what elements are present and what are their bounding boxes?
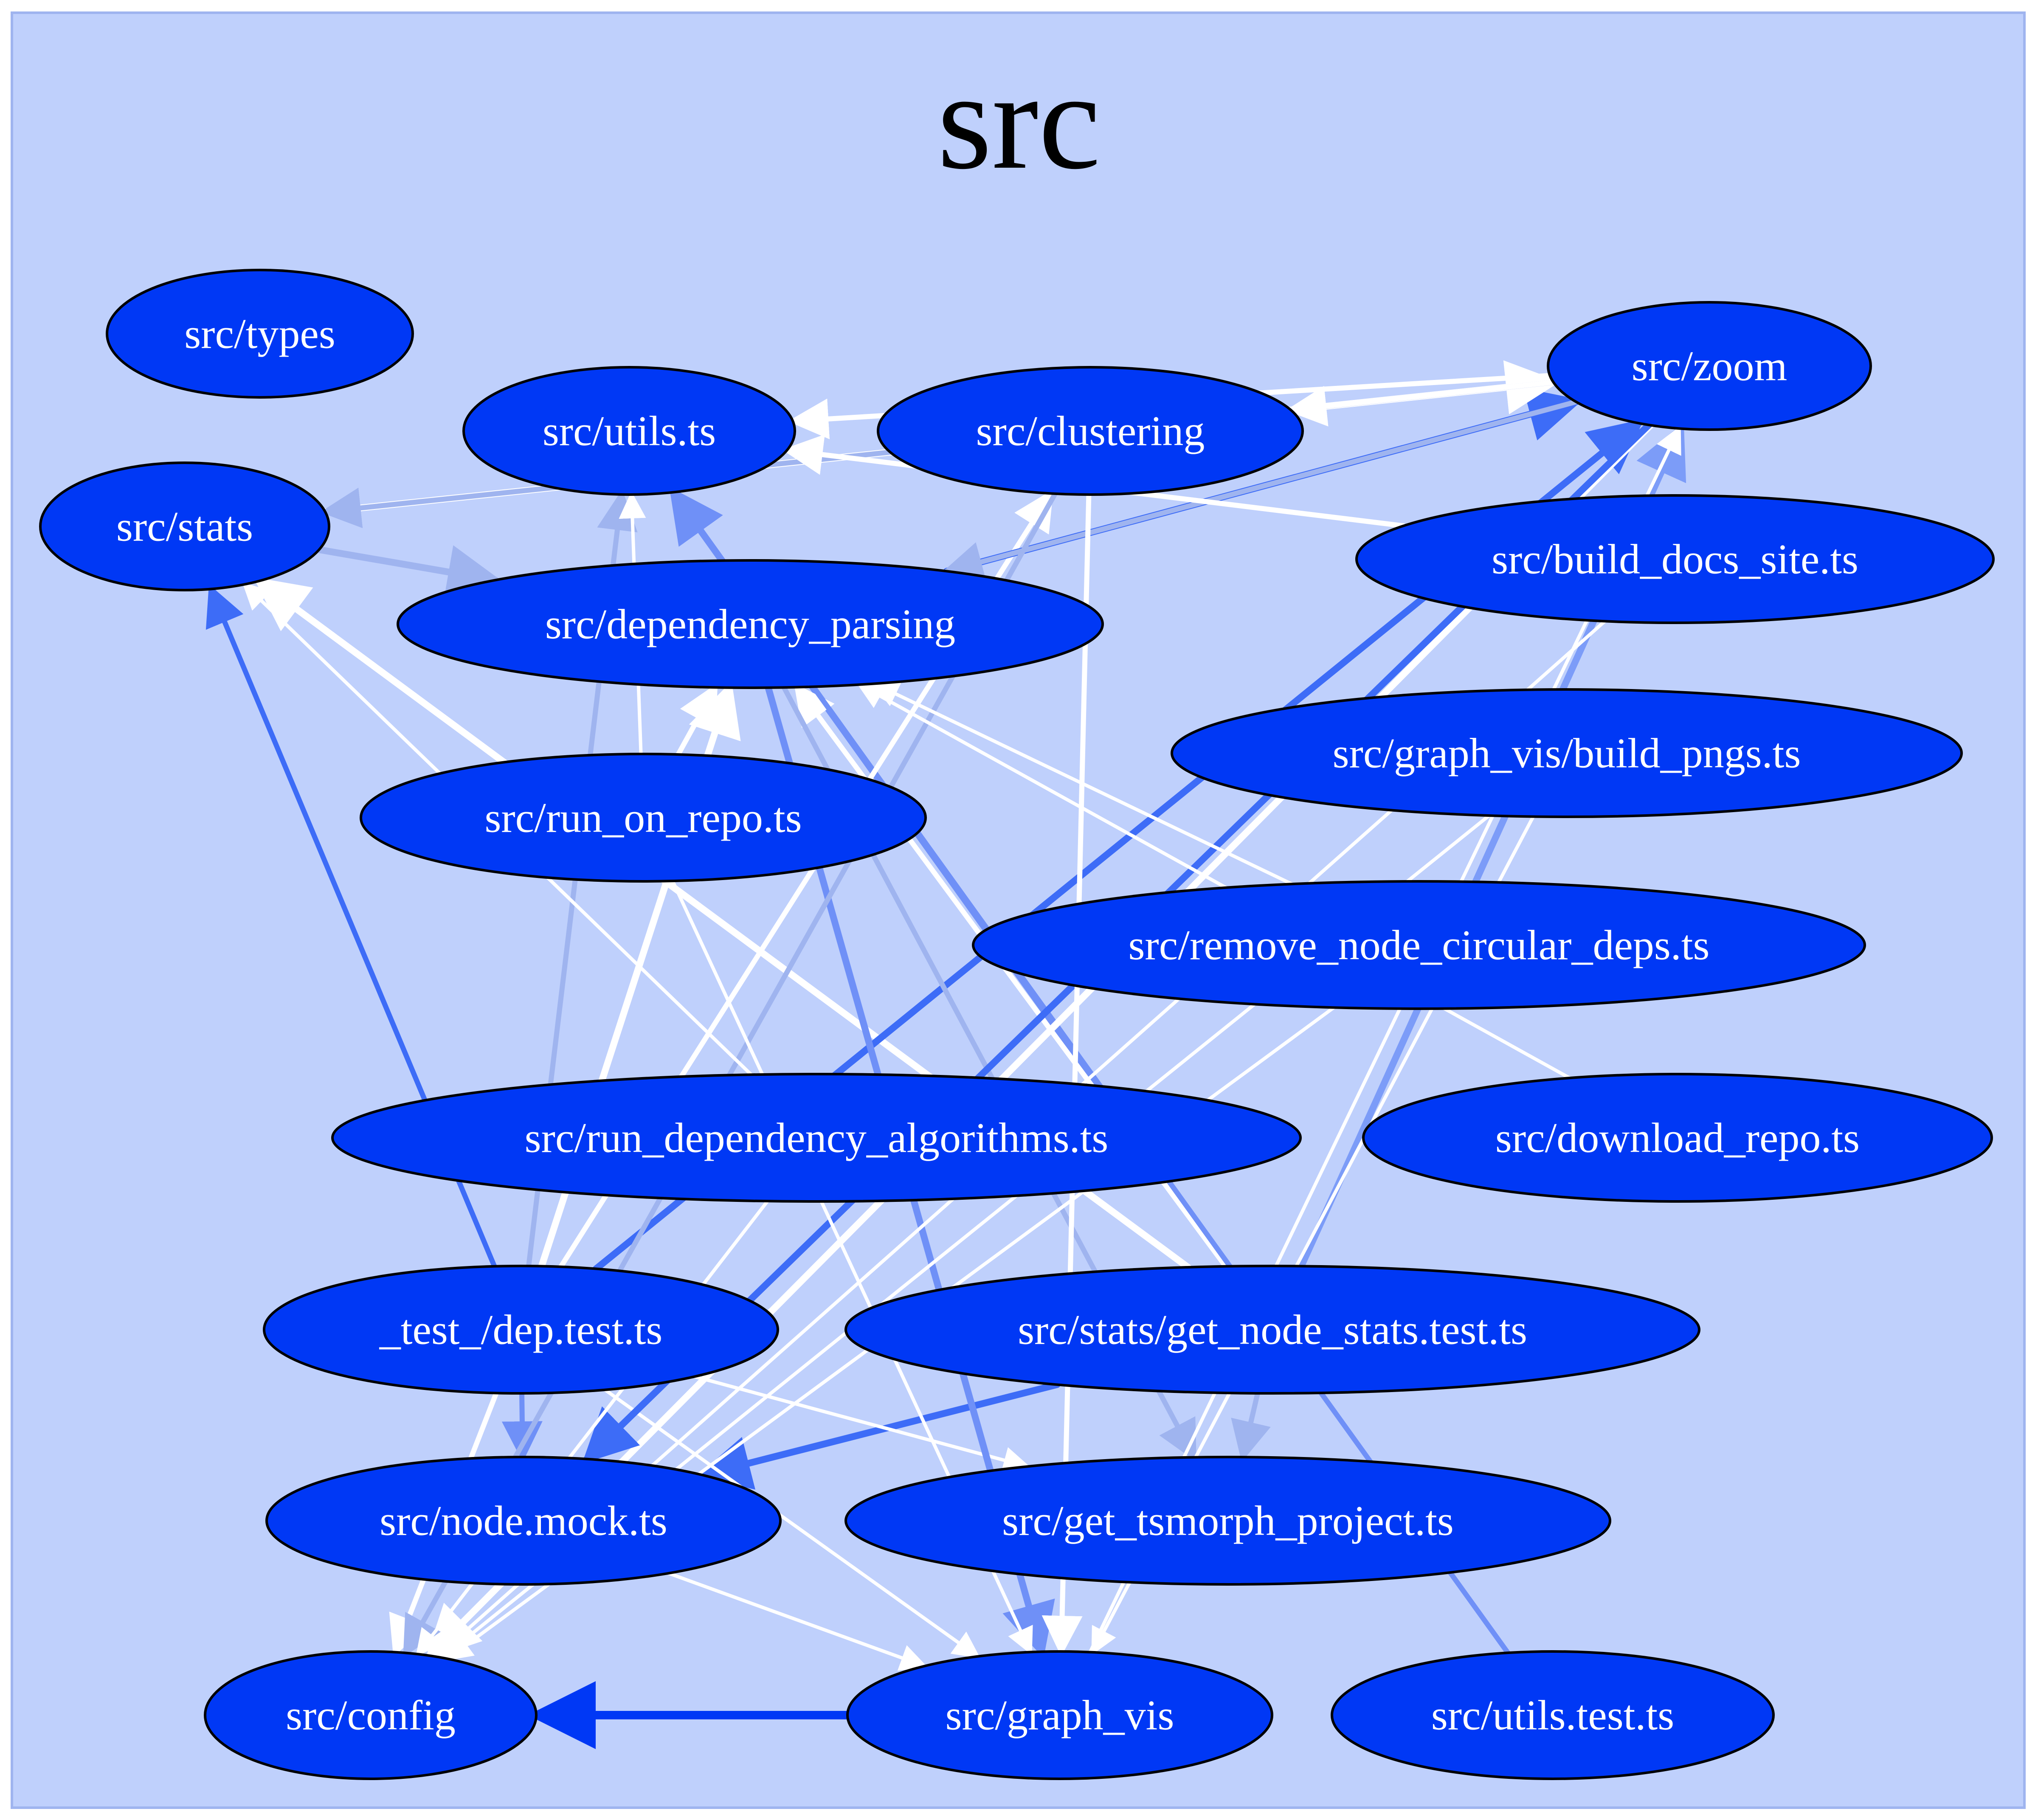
node-node_mock[interactable]: src/node.mock.ts bbox=[265, 1456, 782, 1586]
node-ellipse[interactable] bbox=[331, 1073, 1302, 1203]
node-download_repo[interactable]: src/download_repo.ts bbox=[1362, 1073, 1993, 1203]
node-label: src/node.mock.ts bbox=[380, 1497, 667, 1544]
node-ellipse[interactable] bbox=[204, 1650, 538, 1780]
edge-stats-to-dep_parsing bbox=[315, 545, 502, 599]
edge-zoom-to-clustering bbox=[1286, 380, 1556, 427]
cluster-title: src bbox=[937, 43, 1101, 198]
node-label: src/get_tsmorph_project.ts bbox=[1002, 1497, 1454, 1544]
node-ellipse[interactable] bbox=[265, 1456, 782, 1586]
node-ellipse[interactable] bbox=[1355, 494, 1995, 624]
node-ellipse[interactable] bbox=[1547, 301, 1872, 431]
node-node_stats_test[interactable]: src/stats/get_node_stats.test.ts bbox=[844, 1265, 1700, 1395]
node-graph_vis[interactable]: src/graph_vis bbox=[846, 1650, 1273, 1780]
node-ellipse[interactable] bbox=[972, 880, 1866, 1010]
node-config[interactable]: src/config bbox=[204, 1650, 538, 1780]
node-ellipse[interactable] bbox=[462, 366, 796, 496]
node-ellipse[interactable] bbox=[106, 269, 414, 399]
node-label: src/download_repo.ts bbox=[1495, 1114, 1860, 1162]
node-zoom[interactable]: src/zoom bbox=[1547, 301, 1872, 431]
edge-run_on_repo-to-dep_parsing bbox=[676, 683, 718, 757]
node-ellipse[interactable] bbox=[39, 461, 330, 591]
node-label: src/zoom bbox=[1632, 343, 1787, 390]
node-types[interactable]: src/types bbox=[106, 269, 414, 399]
node-dep_parsing[interactable]: src/dependency_parsing bbox=[397, 559, 1104, 689]
node-ellipse[interactable] bbox=[397, 559, 1104, 689]
node-label: src/stats bbox=[116, 503, 253, 550]
node-build_pngs[interactable]: src/graph_vis/build_pngs.ts bbox=[1171, 688, 1963, 818]
node-remove_circ[interactable]: src/remove_node_circular_deps.ts bbox=[972, 880, 1866, 1010]
node-run_on_repo[interactable]: src/run_on_repo.ts bbox=[360, 753, 927, 883]
node-stats[interactable]: src/stats bbox=[39, 461, 330, 591]
edge-dep_test-to-tsmorph bbox=[693, 1375, 1031, 1474]
node-clustering[interactable]: src/clustering bbox=[877, 366, 1304, 496]
node-label: src/types bbox=[184, 310, 335, 357]
node-label: src/build_docs_site.ts bbox=[1492, 536, 1858, 583]
node-label: src/run_dependency_algorithms.ts bbox=[525, 1114, 1109, 1162]
node-label: src/run_on_repo.ts bbox=[484, 794, 802, 841]
edge-graph_vis-to-zoom bbox=[1088, 425, 1681, 1654]
node-label: src/utils.test.ts bbox=[1431, 1692, 1674, 1739]
node-label: src/graph_vis/build_pngs.ts bbox=[1333, 730, 1801, 777]
node-ellipse[interactable] bbox=[844, 1456, 1611, 1586]
edge-dep_test-to-graph_vis bbox=[603, 1388, 981, 1659]
nodes-layer: src/types src/utils.ts src/clustering src/z… bbox=[39, 269, 1995, 1780]
edge-node_mock-to-graph_vis bbox=[667, 1571, 928, 1671]
node-ellipse[interactable] bbox=[1331, 1650, 1775, 1780]
node-utils_test[interactable]: src/utils.test.ts bbox=[1331, 1650, 1775, 1780]
node-ellipse[interactable] bbox=[846, 1650, 1273, 1780]
node-build_docs[interactable]: src/build_docs_site.ts bbox=[1355, 494, 1995, 624]
node-ellipse[interactable] bbox=[1362, 1073, 1993, 1203]
node-ellipse[interactable] bbox=[844, 1265, 1700, 1395]
edge-download_repo-to-dep_parsing bbox=[856, 683, 1571, 1080]
node-label: src/clustering bbox=[976, 408, 1205, 455]
node-ellipse[interactable] bbox=[1171, 688, 1963, 818]
node-label: src/utils.ts bbox=[543, 408, 716, 455]
edge-clustering-to-graph_vis bbox=[1042, 492, 1092, 1657]
edge-node_stats_test-to-tsmorph bbox=[1231, 1390, 1271, 1462]
node-label: src/dependency_parsing bbox=[545, 601, 955, 648]
node-ellipse[interactable] bbox=[263, 1265, 779, 1395]
edge-node_stats_test-to-node_mock bbox=[696, 1381, 1061, 1490]
node-label: src/stats/get_node_stats.test.ts bbox=[1018, 1306, 1527, 1353]
node-label: src/graph_vis bbox=[946, 1692, 1174, 1739]
edge-zoom-to-dep_parsing bbox=[942, 399, 1579, 582]
node-ellipse[interactable] bbox=[360, 753, 927, 883]
node-label: src/config bbox=[286, 1692, 456, 1739]
node-label: _test_/dep.test.ts bbox=[379, 1306, 663, 1353]
node-dep_test[interactable]: _test_/dep.test.ts bbox=[263, 1265, 779, 1395]
node-utils[interactable]: src/utils.ts bbox=[462, 366, 796, 496]
node-run_dep_algos[interactable]: src/run_dependency_algorithms.ts bbox=[331, 1073, 1302, 1203]
node-tsmorph[interactable]: src/get_tsmorph_project.ts bbox=[844, 1456, 1611, 1586]
edge-remove_circ-to-dep_parsing bbox=[871, 681, 1294, 886]
node-label: src/remove_node_circular_deps.ts bbox=[1129, 922, 1710, 969]
node-ellipse[interactable] bbox=[877, 366, 1304, 496]
